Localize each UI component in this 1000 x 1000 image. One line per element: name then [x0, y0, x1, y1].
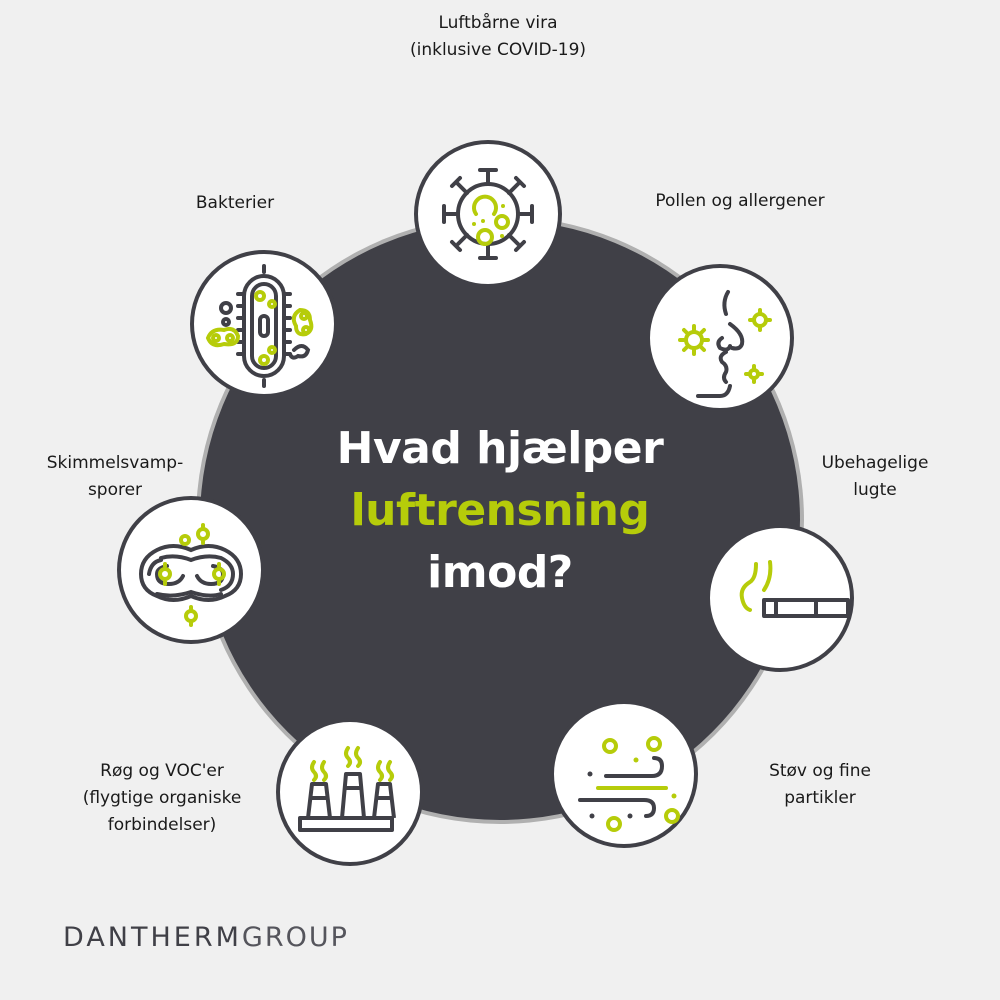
- pollen-face-icon: [678, 290, 772, 398]
- item-smoke: [276, 718, 424, 866]
- label-virus: Luftbårne vira (inklusive COVID-19): [409, 13, 587, 60]
- headline-line-3: imod?: [427, 547, 573, 598]
- item-pollen: [646, 264, 794, 412]
- label-dust: Støv og fine partikler: [769, 761, 871, 808]
- virus-icon: [442, 168, 534, 260]
- item-bacteria: [190, 250, 338, 398]
- label-pollen: Pollen og allergener: [655, 191, 825, 211]
- headline-line-2: luftrensning: [350, 485, 650, 536]
- factory-smoke-icon: [298, 746, 396, 832]
- dantherm-logo: DANTHERMGROUP: [63, 922, 349, 953]
- dust-wind-icon: [578, 736, 680, 832]
- item-dust: [550, 700, 698, 848]
- logo-bold: DANTHERM: [63, 922, 242, 953]
- item-mold: [117, 496, 265, 644]
- mold-spore-icon: [138, 523, 244, 627]
- label-mold: Skimmelsvamp- sporer: [46, 453, 184, 500]
- headline-line-1: Hvad hjælper: [336, 423, 664, 474]
- bacteria-icon: [205, 264, 314, 388]
- label-odors: Ubehagelige lugte: [821, 453, 929, 500]
- item-virus: [414, 140, 562, 288]
- label-smoke: Røg og VOC'er (flygtige organiske forbin…: [82, 761, 242, 835]
- logo-light: GROUP: [241, 922, 349, 953]
- cigarette-icon: [739, 560, 850, 618]
- item-odors: [706, 524, 854, 672]
- label-bacteria: Bakterier: [195, 193, 275, 213]
- headline: Hvad hjælper luftrensning imod?: [300, 418, 700, 604]
